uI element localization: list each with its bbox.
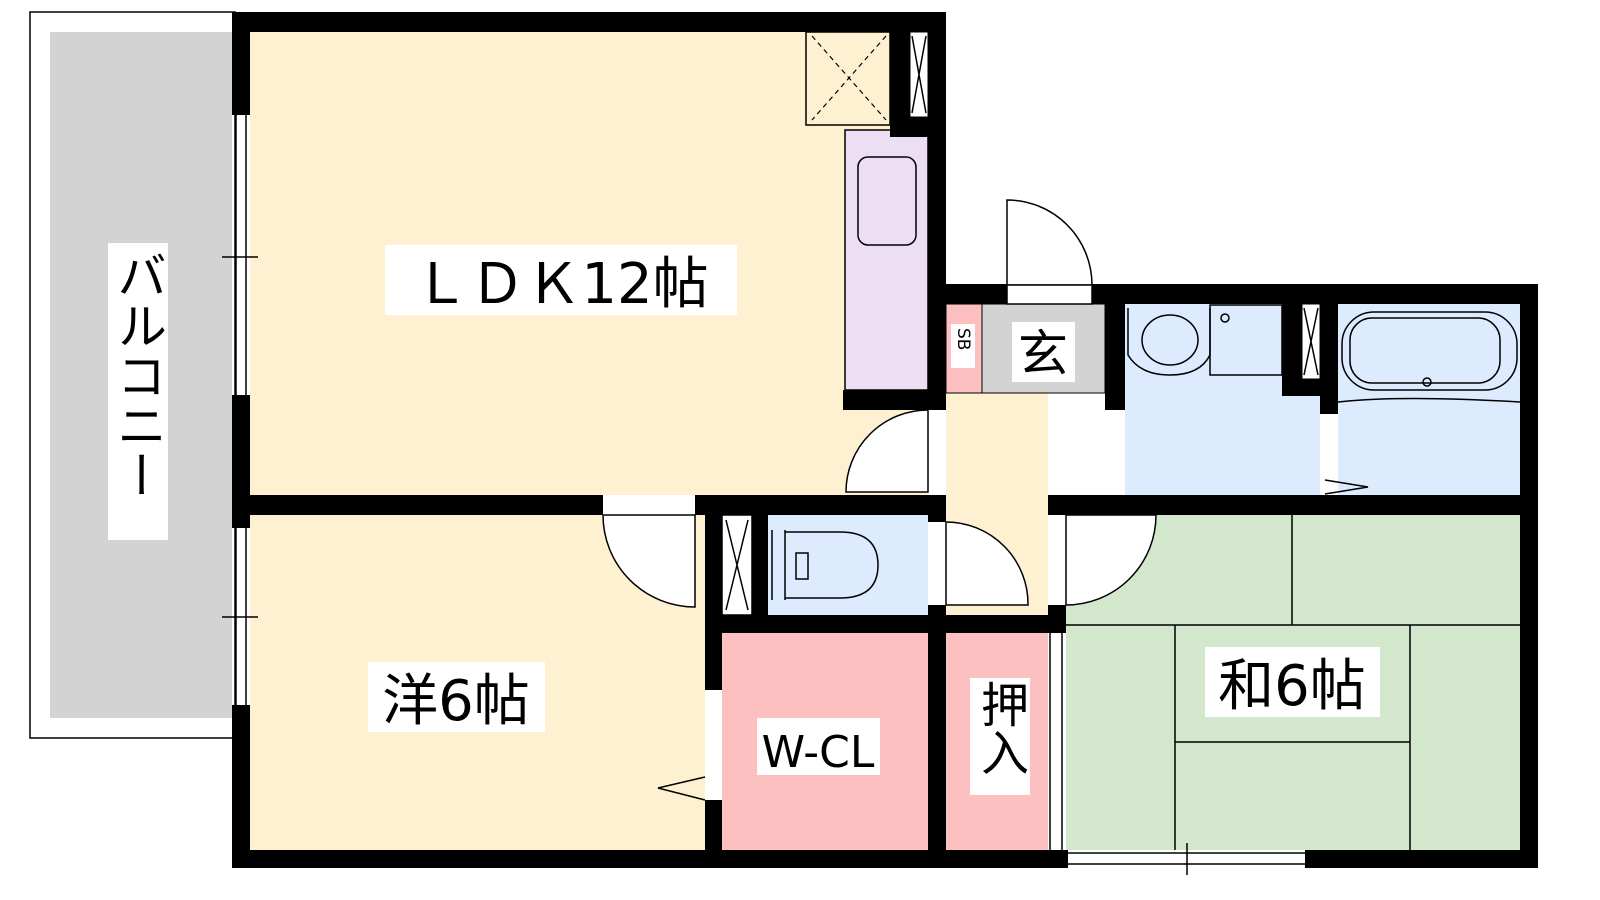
- room-label-western: 洋6帖: [382, 669, 530, 734]
- tatami-lines: [1066, 515, 1520, 850]
- walls: [232, 12, 1538, 868]
- fridge-x-mark: [811, 35, 887, 121]
- room-label-japanese: 和6帖: [1218, 654, 1366, 719]
- room-label-ldk: ＬＤＫ12帖: [413, 252, 708, 317]
- room-label-closet: 押入: [972, 680, 1028, 776]
- room-label-balcony: バルコニー: [109, 250, 167, 500]
- toilet-icon: [771, 530, 879, 600]
- sink-icon: [857, 156, 917, 246]
- toilet-room: [768, 515, 928, 615]
- bathtub-icon: [1341, 311, 1518, 391]
- shoe-box-label: SB: [953, 328, 973, 350]
- room-label-entrance: 玄: [1018, 325, 1068, 383]
- wash-basin-icon: [1127, 308, 1211, 376]
- room-label-walk-in-closet: W-CL: [762, 727, 875, 778]
- windows: [222, 115, 1305, 875]
- doors: [602, 199, 1369, 801]
